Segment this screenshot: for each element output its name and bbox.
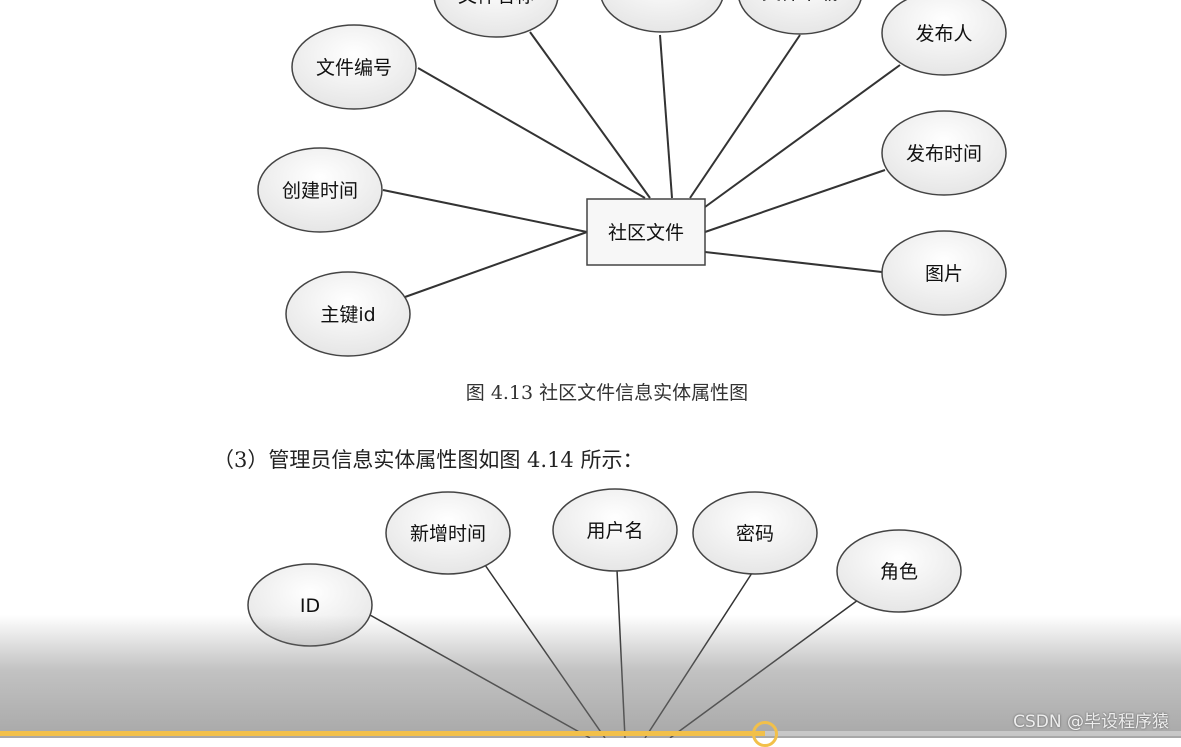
diagram2-connectors bbox=[369, 564, 859, 738]
entity-label: 社区文件 bbox=[608, 222, 684, 244]
progress-fill bbox=[0, 731, 766, 736]
attribute-label: 创建时间 bbox=[282, 180, 358, 202]
diagram1-connectors bbox=[382, 31, 901, 298]
attribute-label: 用户名 bbox=[586, 520, 643, 542]
attribute-ellipse bbox=[552, 488, 678, 572]
attribute-ellipse bbox=[433, 0, 559, 38]
attribute-ellipse bbox=[881, 0, 1007, 76]
attribute-label: 发布时间 bbox=[906, 143, 982, 165]
attribute-ellipse bbox=[738, 0, 862, 35]
attribute-ellipse bbox=[881, 230, 1007, 316]
video-progress-bar[interactable] bbox=[0, 721, 1181, 747]
attribute-ellipse bbox=[692, 491, 818, 575]
attribute-label: 发布人 bbox=[915, 23, 972, 45]
attribute-label: 文件名称 bbox=[458, 0, 534, 7]
attribute-label: ID bbox=[300, 595, 320, 617]
attribute-label: 文件内容 bbox=[624, 0, 700, 2]
attribute-ellipse bbox=[836, 529, 962, 613]
watermark: CSDN @毕设程序猿 bbox=[1013, 712, 1169, 732]
attribute-label: 文件下载 bbox=[762, 0, 838, 4]
figure-caption: 图 4.13 社区文件信息实体属性图 bbox=[465, 382, 749, 404]
attribute-ellipse bbox=[881, 110, 1007, 196]
attribute-label: 新增时间 bbox=[410, 523, 486, 545]
attribute-label: 角色 bbox=[880, 561, 918, 583]
attribute-label: 文件编号 bbox=[316, 57, 392, 79]
entity-box bbox=[586, 198, 706, 266]
progress-thumb[interactable] bbox=[752, 721, 779, 747]
attribute-ellipse bbox=[257, 147, 383, 233]
attribute-label: 主键id bbox=[320, 304, 375, 326]
attribute-ellipse bbox=[385, 491, 511, 575]
attribute-ellipse bbox=[291, 24, 417, 110]
attribute-ellipse bbox=[285, 271, 411, 357]
attribute-label: 图片 bbox=[925, 263, 963, 285]
attribute-ellipse bbox=[601, 0, 723, 33]
attribute-label: 密码 bbox=[736, 523, 774, 545]
body-paragraph: （3）管理员信息实体属性图如图 4.14 所示： bbox=[213, 448, 644, 472]
